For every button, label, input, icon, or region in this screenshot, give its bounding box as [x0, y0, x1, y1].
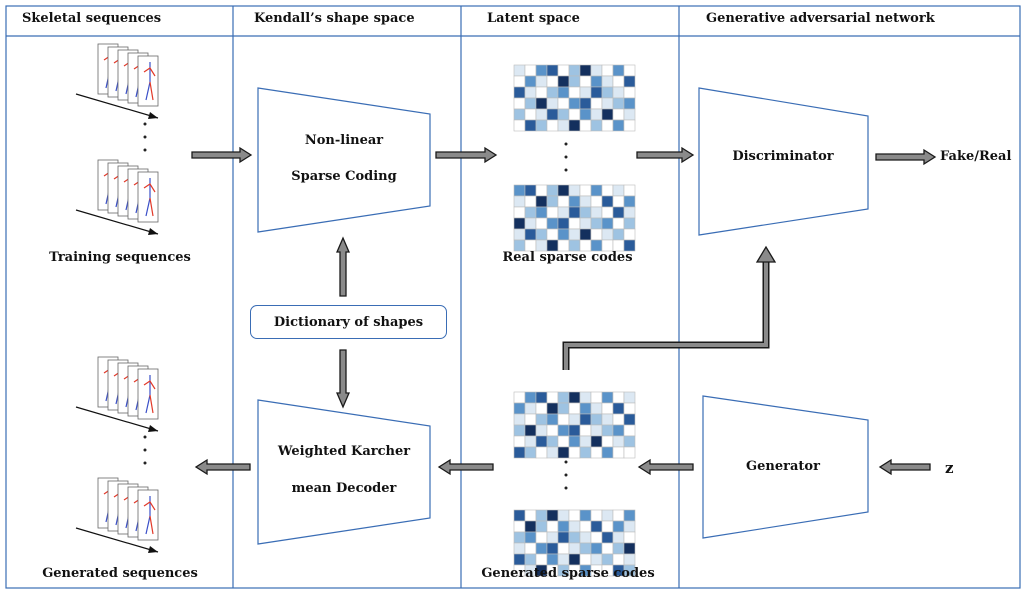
z-input-label: z	[945, 459, 954, 477]
fake-real-output-label: Fake/Real	[940, 149, 1012, 164]
arrow-generator-to-codes	[637, 458, 694, 476]
sparse-code-matrix	[513, 391, 636, 459]
skeleton-sequence-icon	[75, 477, 159, 553]
generated-sparse-codes-label: Generated sparse codes	[481, 566, 655, 581]
decoder-label-line2: mean Decoder	[291, 481, 397, 496]
decoder-label-line1: Weighted Karcher	[277, 444, 411, 459]
sparse-code-matrix	[513, 184, 636, 252]
arrow-dictionary-to-decoder	[336, 349, 350, 409]
arrow-latent-to-discriminator	[636, 146, 695, 164]
encoder-block	[257, 87, 431, 233]
skeleton-sequence-icon	[75, 159, 159, 235]
sparse-code-matrix	[513, 64, 636, 132]
header-kendall-shape-space: Kendall’s shape space	[254, 11, 415, 26]
discriminator-label: Discriminator	[732, 149, 834, 164]
generated-sequences-label: Generated sequences	[42, 566, 198, 581]
dictionary-of-shapes-box: Dictionary of shapes	[250, 305, 447, 339]
header-gan: Generative adversarial network	[706, 11, 935, 26]
arrow-generated-codes-to-discriminator-fill	[564, 258, 768, 370]
arrow-discriminator-output	[875, 148, 937, 166]
encoder-label-line1: Non-linear	[304, 133, 384, 148]
decoder-block	[257, 399, 431, 545]
arrow-generated-codes-to-discriminator	[562, 258, 770, 370]
header-latent-space: Latent space	[487, 11, 580, 26]
generator-label: Generator	[746, 459, 820, 474]
skeleton-sequence-icon	[75, 356, 159, 432]
arrow-codes-to-decoder	[437, 458, 494, 476]
discriminator-block	[698, 87, 869, 236]
arrow-z-to-generator	[878, 458, 931, 476]
arrow-encoder-to-latent	[435, 146, 498, 164]
encoder-label-line2: Sparse Coding	[291, 169, 397, 184]
training-sequences-label: Training sequences	[49, 250, 191, 265]
skeleton-sequence-icon	[75, 43, 159, 119]
generator-block	[702, 395, 869, 539]
real-sparse-codes-label: Real sparse codes	[502, 250, 633, 265]
sparse-code-matrix	[513, 509, 636, 577]
dictionary-label: Dictionary of shapes	[273, 314, 424, 330]
arrow-dictionary-to-encoder	[336, 236, 350, 297]
arrow-decoder-to-generated	[194, 458, 251, 476]
header-skeletal-sequences: Skeletal sequences	[22, 11, 162, 26]
ellipsis-dots	[143, 122, 568, 490]
outer-frame	[5, 5, 1021, 589]
sparse-code-matrices	[513, 64, 636, 577]
arrow-training-to-encoder	[191, 146, 253, 164]
skeleton-sequence-icons	[75, 43, 159, 553]
arrow-head-to-discriminator	[755, 245, 777, 263]
